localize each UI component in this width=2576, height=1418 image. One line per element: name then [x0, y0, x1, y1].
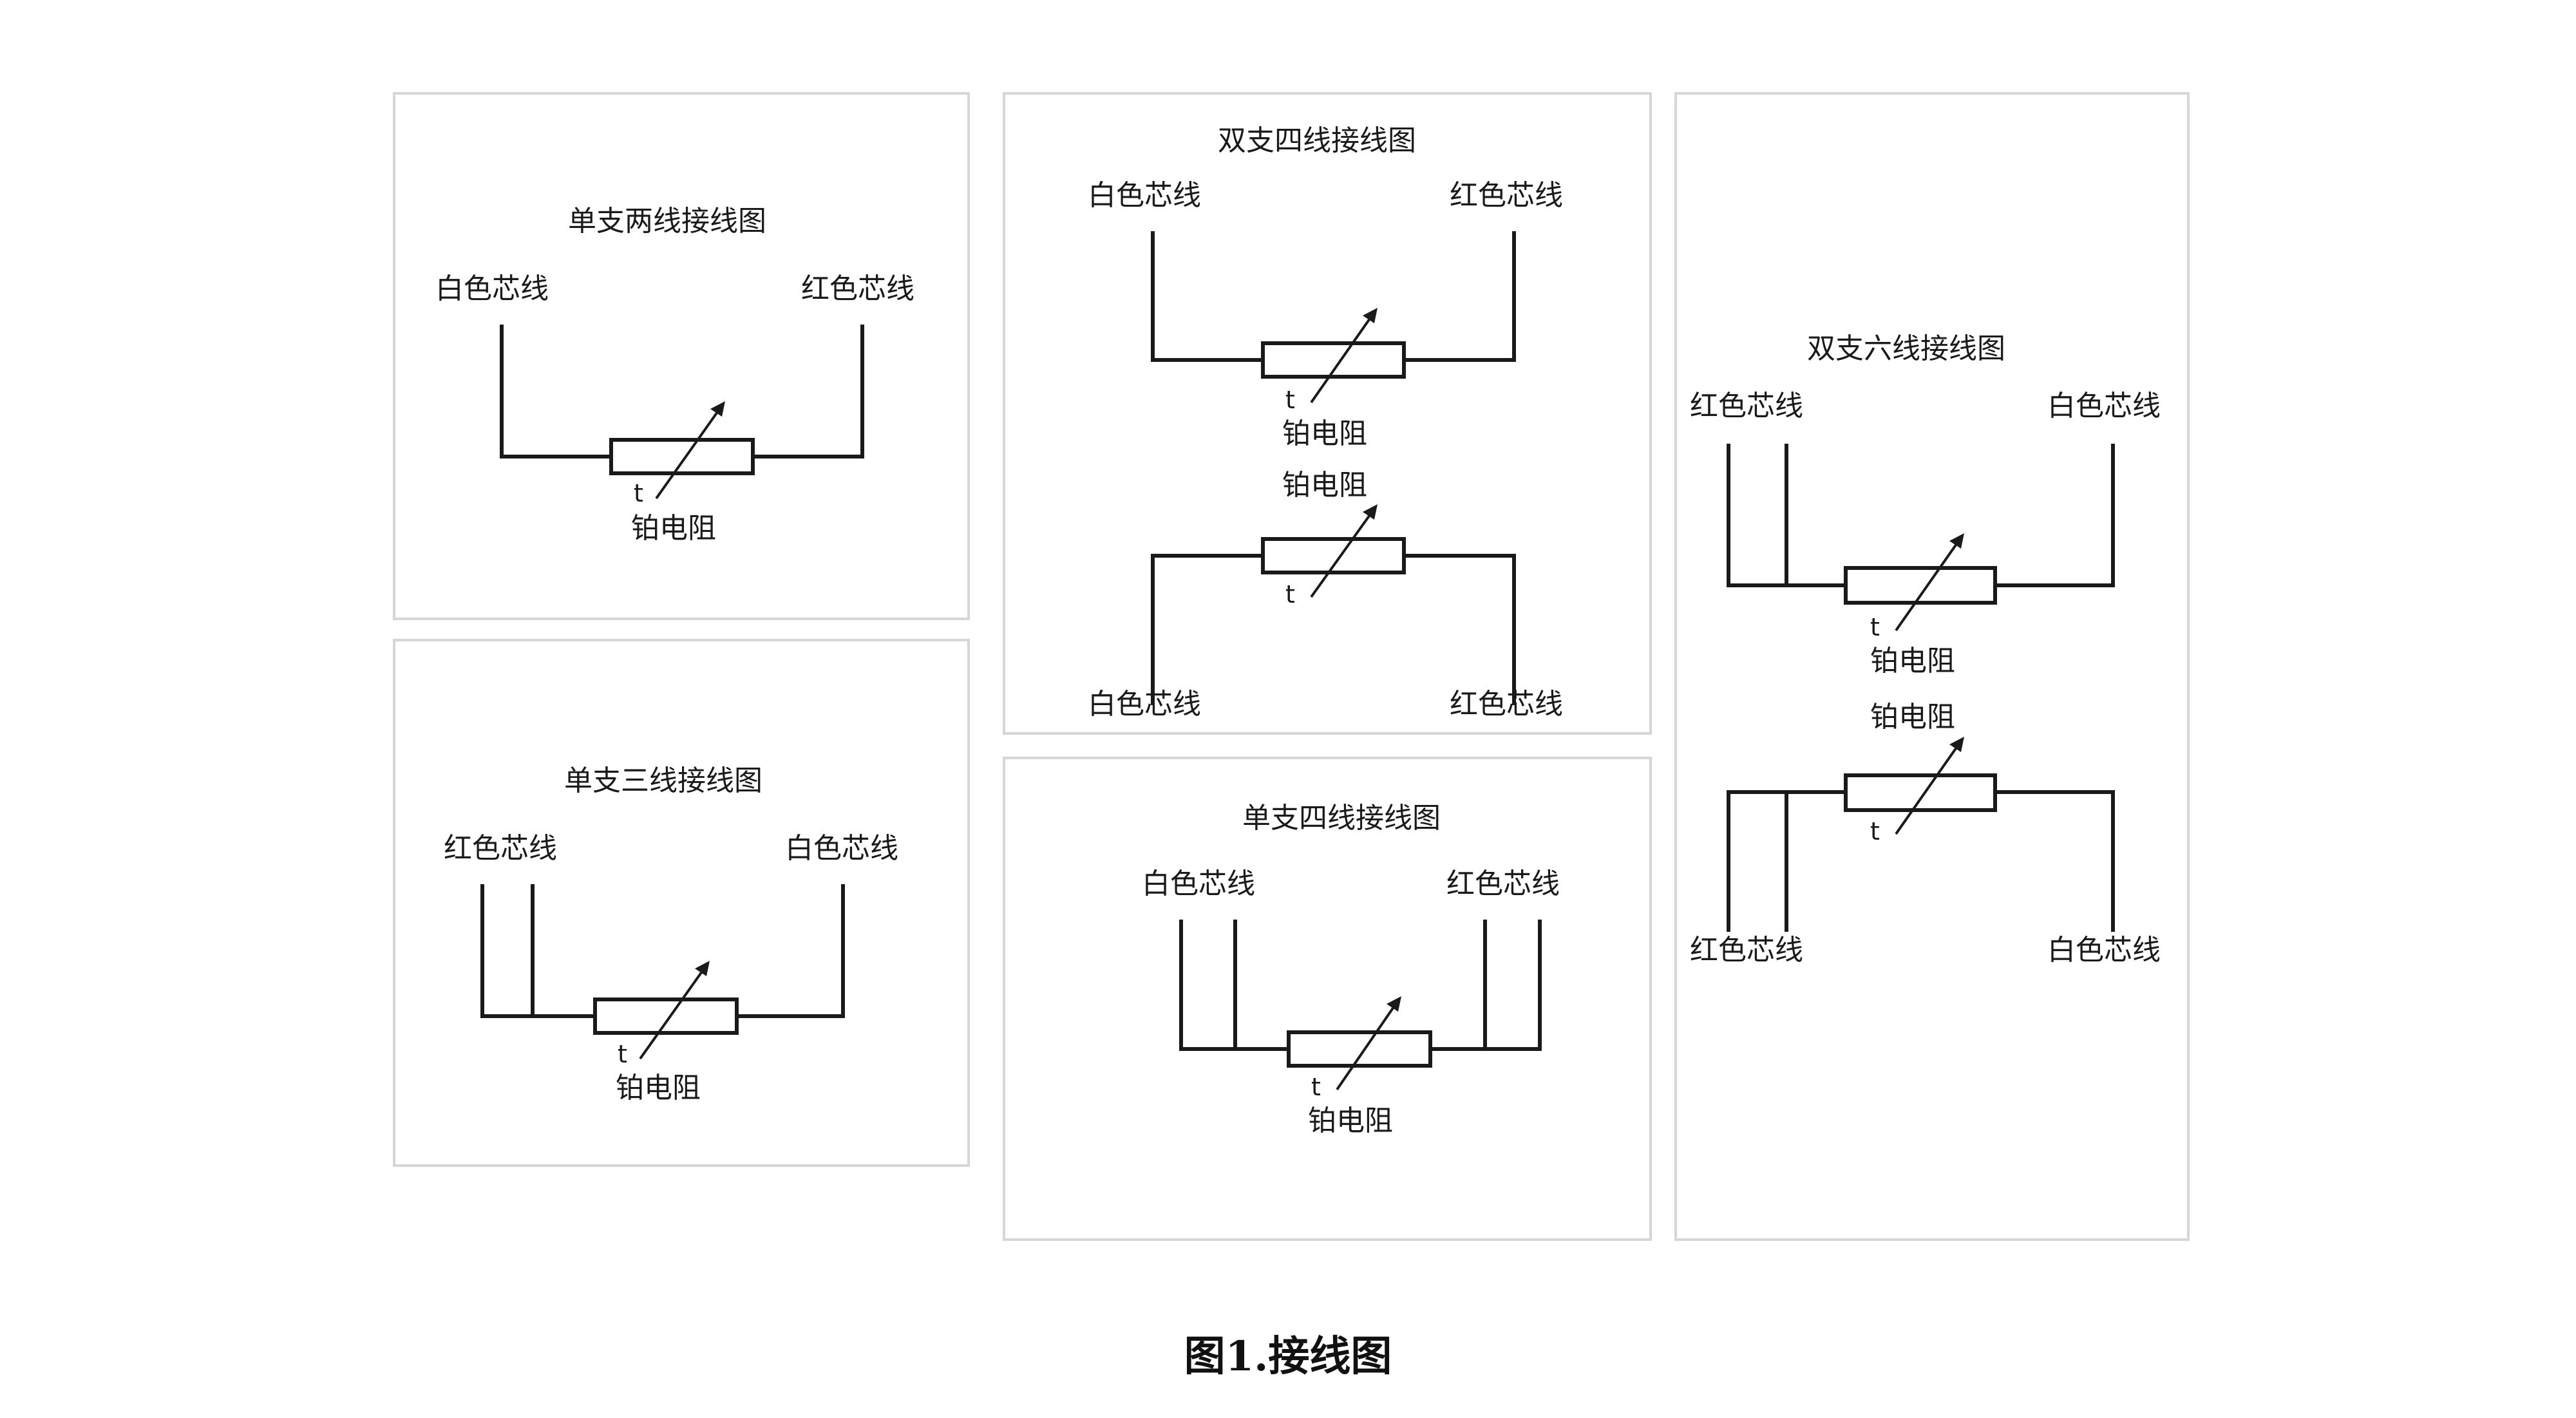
- bottom-resistor-label: 铂电阻: [1282, 469, 1367, 502]
- temp-symbol: t: [1285, 386, 1295, 414]
- temp-symbol: t: [618, 1040, 627, 1068]
- arrow-head: [1949, 737, 1964, 752]
- red-wire-label: 红色芯线: [1446, 867, 1560, 900]
- right-wire: [735, 884, 845, 1018]
- left-wire: [500, 325, 613, 458]
- white-wire-label-bottom: 白色芯线: [2047, 934, 2161, 967]
- wiring-diagram: [1151, 231, 1516, 705]
- red-wire-label: 红色芯线: [444, 832, 557, 865]
- left-wire: [1179, 920, 1291, 1051]
- panel-single-three-wire: 单支三线接线图 红色芯线 白色芯线 t 铂电阻: [393, 639, 970, 1167]
- arrow-head: [695, 961, 710, 976]
- top-resistor-label: 铂电阻: [1870, 645, 1955, 677]
- top-resistor-label: 铂电阻: [1282, 417, 1367, 450]
- adjust-arrow: [639, 969, 705, 1060]
- adjust-arrow: [1336, 1004, 1396, 1091]
- top-right-wire: [1402, 231, 1516, 362]
- white-wire-label: 白色芯线: [1142, 867, 1255, 900]
- bottom-right-wire: [1993, 790, 2115, 932]
- right-wire: [1428, 920, 1542, 1051]
- bottom-adjust-arrow: [1895, 744, 1959, 835]
- bottom-adjust-arrow: [1310, 512, 1372, 598]
- white-wire-label: 白色芯线: [435, 272, 549, 305]
- white-wire-label-top: 白色芯线: [1088, 179, 1201, 212]
- temp-symbol: t: [1311, 1073, 1321, 1101]
- bottom-left-wire: [1151, 554, 1265, 705]
- temp-symbol: t: [1870, 817, 1880, 846]
- bottom-resistor-label: 铂电阻: [1870, 701, 1955, 733]
- white-wire-label-bottom: 白色芯线: [1088, 688, 1201, 721]
- top-left-wire: [1727, 444, 1848, 587]
- panel-title: 单支三线接线图: [564, 764, 762, 797]
- panel-double-four-wire: 双支四线接线图 白色芯线 红色芯线 t 铂电阻 铂电阻 t 白色芯线 红色芯线: [1003, 92, 1652, 735]
- red-wire-label-bottom: 红色芯线: [1690, 934, 1803, 967]
- panel-title: 单支四线接线图: [1242, 802, 1441, 835]
- temp-symbol: t: [634, 479, 643, 507]
- top-adjust-arrow: [1895, 541, 1959, 632]
- wiring-diagram: [500, 325, 864, 500]
- arrow-head: [1387, 996, 1401, 1012]
- arrow-head: [1363, 504, 1378, 520]
- arrow-head: [710, 401, 725, 417]
- red-wire-label-bottom: 红色芯线: [1450, 688, 1563, 721]
- resistor-label: 铂电阻: [616, 1072, 701, 1104]
- panel-single-four-wire: 单支四线接线图 白色芯线 红色芯线 t 铂电阻: [1003, 757, 1652, 1241]
- wiring-diagram: [480, 884, 845, 1060]
- resistor-label: 铂电阻: [631, 512, 716, 545]
- resistor-symbol: [609, 438, 755, 475]
- adjust-arrow: [655, 409, 720, 500]
- temp-symbol: t: [1285, 580, 1295, 609]
- arrow-head: [1363, 308, 1378, 323]
- panel-single-two-wire: 单支两线接线图 白色芯线 红色芯线 t 铂电阻: [393, 92, 970, 620]
- top-left-wire: [1151, 231, 1265, 362]
- resistor-symbol: [593, 997, 739, 1035]
- panel-double-six-wire: 双支六线接线图 红色芯线 白色芯线 t 铂电阻 铂电阻 t 红色芯线 白色芯线: [1674, 92, 2190, 1241]
- panel-title: 双支六线接线图: [1807, 332, 2005, 365]
- right-wire: [751, 325, 864, 458]
- temp-symbol: t: [1870, 613, 1880, 641]
- arrow-head: [1949, 533, 1964, 549]
- resistor-symbol: [1287, 1030, 1432, 1068]
- top-adjust-arrow: [1310, 316, 1372, 404]
- wiring-diagram: [1179, 920, 1542, 1091]
- white-wire-label: 白色芯线: [785, 832, 898, 865]
- bottom-resistor-symbol: [1844, 773, 1997, 812]
- resistor-label: 铂电阻: [1308, 1104, 1393, 1137]
- red-wire-label-top: 红色芯线: [1450, 179, 1563, 212]
- red-wire-label-top: 红色芯线: [1690, 390, 1803, 422]
- figure-caption: 图1.接线图: [1184, 1332, 1392, 1381]
- top-right-wire: [1993, 444, 2115, 587]
- panel-title: 单支两线接线图: [568, 205, 766, 238]
- bottom-left-wire: [1727, 790, 1848, 932]
- wiring-diagram: [1727, 444, 2115, 932]
- white-wire-label-top: 白色芯线: [2047, 390, 2161, 422]
- bottom-right-wire: [1402, 554, 1516, 705]
- red-wire-label: 红色芯线: [801, 272, 914, 305]
- left-wire: [480, 884, 597, 1018]
- panel-title: 双支四线接线图: [1218, 124, 1416, 157]
